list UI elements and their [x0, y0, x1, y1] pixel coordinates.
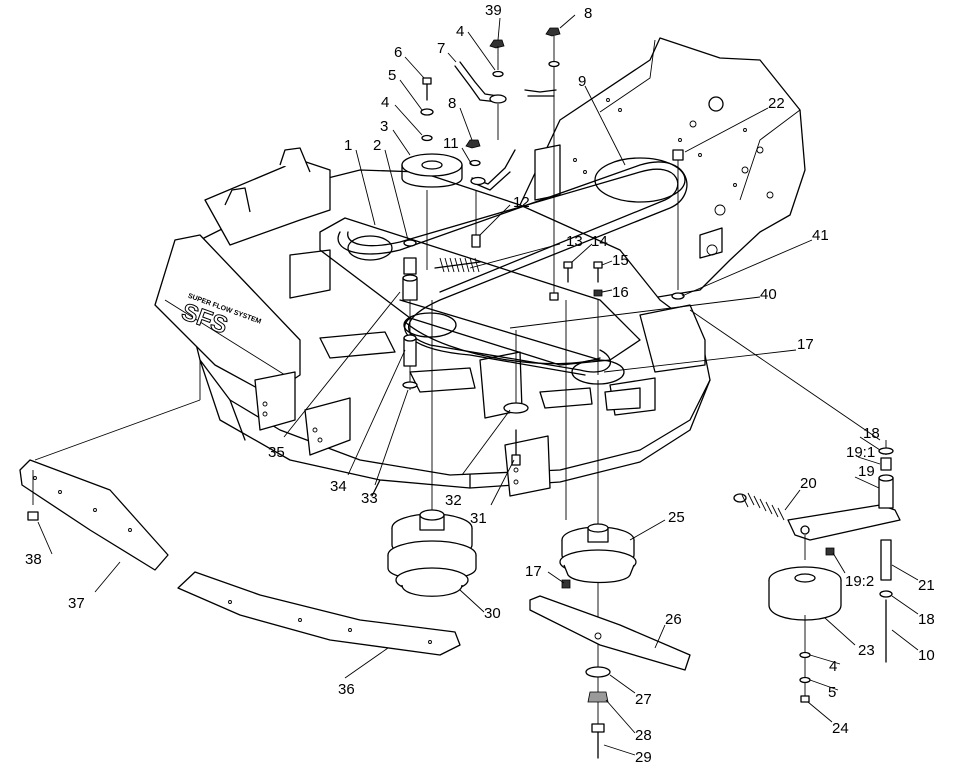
callout-22: 22 [768, 95, 785, 112]
callout-16: 16 [612, 284, 629, 301]
callout-1: 1 [344, 137, 352, 154]
leader-lines [37, 14, 919, 756]
callout-31: 31 [470, 510, 487, 527]
blade-26 [529, 595, 691, 671]
logo-monogram: SFS [178, 298, 231, 339]
callout-34: 34 [330, 478, 347, 495]
hardware-stack-8-11 [465, 139, 516, 248]
callout-3: 3 [380, 118, 388, 135]
idler-arm-upper [454, 61, 507, 104]
baffle-36 [177, 571, 461, 656]
spacers-33-34 [402, 334, 418, 389]
callout-23: 23 [858, 642, 875, 659]
pin-22 [671, 149, 685, 300]
callout-18: 18 [918, 611, 935, 628]
belt-cover-plate [319, 217, 641, 366]
callout-27: 27 [635, 691, 652, 708]
callout-5: 5 [828, 684, 836, 701]
hardware-stack-39 [489, 39, 505, 140]
callout-8: 8 [584, 5, 592, 22]
callout-13: 13 [566, 233, 583, 250]
callout-18: 18 [863, 425, 880, 442]
callout-4: 4 [829, 658, 837, 675]
callout-35: 35 [268, 444, 285, 461]
callout-29: 29 [635, 749, 652, 766]
idler-assembly [733, 447, 901, 703]
callout-21: 21 [918, 577, 935, 594]
callout-38: 38 [25, 551, 42, 568]
spindle-assembly-25 [559, 523, 637, 589]
callout-17: 17 [797, 336, 814, 353]
blade-hardware [585, 666, 611, 759]
callout-19: 19 [858, 463, 875, 480]
callout-9: 9 [578, 73, 586, 90]
callout-4: 4 [381, 94, 389, 111]
callout-14: 14 [591, 233, 608, 250]
callout-5: 5 [388, 67, 396, 84]
bolt-38 [27, 470, 39, 521]
callout-32: 32 [445, 492, 462, 509]
top-pulley-stack [401, 77, 463, 301]
callout-15: 15 [612, 252, 629, 269]
callout-40: 40 [760, 286, 777, 303]
callout-4: 4 [456, 23, 464, 40]
spindle-assembly-30 [387, 509, 477, 597]
idler-spring-deck [434, 257, 481, 273]
callout-12: 12 [513, 194, 530, 211]
hardware-stack-14-16 [563, 261, 603, 375]
callout-10: 10 [918, 647, 935, 664]
callout-19-2: 19:2 [845, 573, 874, 590]
callout-2: 2 [373, 137, 381, 154]
callout-6: 6 [394, 44, 402, 61]
callout-28: 28 [635, 727, 652, 744]
callout-labels: 1 2 3 4 4 4 5 5 6 7 8 8 9 10 11 12 13 14… [25, 2, 935, 766]
callout-33: 33 [361, 490, 378, 507]
callout-8: 8 [448, 95, 456, 112]
callout-26: 26 [665, 611, 682, 628]
callout-36: 36 [338, 681, 355, 698]
callout-37: 37 [68, 595, 85, 612]
callout-41: 41 [812, 227, 829, 244]
callout-24: 24 [832, 720, 849, 737]
callout-17: 17 [525, 563, 542, 580]
callout-7: 7 [437, 40, 445, 57]
callout-25: 25 [668, 509, 685, 526]
callout-30: 30 [484, 605, 501, 622]
callout-11: 11 [443, 135, 459, 152]
baffle-37 [19, 459, 169, 571]
deck-shell [154, 147, 711, 497]
idler-rod-right [524, 27, 561, 301]
callout-39: 39 [485, 2, 502, 19]
callout-19-1: 19:1 [846, 444, 875, 461]
callout-20: 20 [800, 475, 817, 492]
